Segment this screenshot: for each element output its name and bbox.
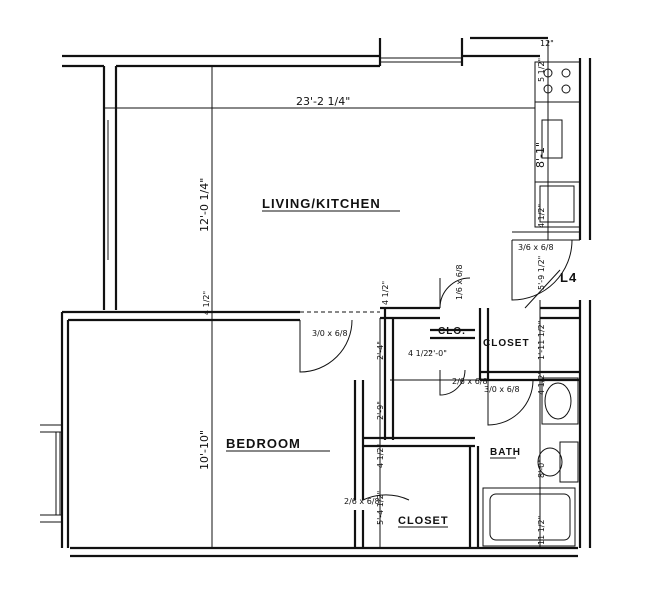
door-size-26-b: 2/6 x 6/8 xyxy=(344,497,380,506)
dim-bath-8-0: 8'-0" xyxy=(537,459,546,478)
dim-bedroom-depth: 10'-10" xyxy=(198,430,211,470)
door-size-30: 3/0 x 6/8 xyxy=(312,329,348,338)
unit-label: L4 xyxy=(560,270,577,285)
door-size-26: 2/6 x 6/8 xyxy=(452,377,488,386)
dim-living-depth: 12'-0 1/4" xyxy=(198,178,211,232)
dim-bath-1-11: 1'-11 1/2" xyxy=(537,321,546,360)
dim-overall-width: 23'-2 1/4" xyxy=(296,95,350,108)
room-label-living-kitchen: LIVING/KITCHEN xyxy=(262,196,381,211)
dim-hall-2-4: 2'-4" xyxy=(376,341,385,360)
dimension-lines xyxy=(104,40,549,548)
door-size-bath: 3/0 x 6/8 xyxy=(484,385,520,394)
dim-clo-2-0: 2'-0" xyxy=(428,349,447,358)
dim-side-4-half: 4 1/2" xyxy=(537,204,546,228)
room-label-bath: BATH xyxy=(490,447,521,458)
room-label-clo: CLO. xyxy=(438,326,466,337)
interior-walls xyxy=(212,306,580,548)
dim-closet-5: 5'-4 1/2" xyxy=(376,491,385,525)
bath-fixtures xyxy=(482,377,579,547)
door-size-clo: 1/6 x 6/8 xyxy=(455,264,464,300)
exterior-walls xyxy=(40,36,592,558)
dim-clo-4-half: 4 1/2" xyxy=(408,349,432,358)
dim-kitchen-run: 8'-1" xyxy=(534,142,547,168)
door-swings xyxy=(299,239,573,501)
dim-top-5-half: 5 1/2" xyxy=(537,58,546,82)
dim-wall-4-half-left: 4 1/2" xyxy=(202,291,211,315)
dim-closet-4-half: 4 1/2" xyxy=(376,444,385,468)
dim-hall-5-9: 5'-9 1/2" xyxy=(537,256,546,290)
dim-top-12: 12" xyxy=(540,39,554,48)
dim-hall-2-9: 2'-9" xyxy=(376,401,385,420)
room-label-closet-hall: CLOSET xyxy=(483,338,530,349)
door-size-36: 3/6 x 6/8 xyxy=(518,243,554,252)
dim-wall-4-half-mid: 4 1/2" xyxy=(381,281,390,305)
dim-bath-11-half: 11 1/2" xyxy=(537,516,546,545)
room-label-closet-bedroom: CLOSET xyxy=(398,515,449,527)
room-label-bedroom: BEDROOM xyxy=(226,436,301,451)
dim-bath-4-half: 4 1/2" xyxy=(537,371,546,395)
